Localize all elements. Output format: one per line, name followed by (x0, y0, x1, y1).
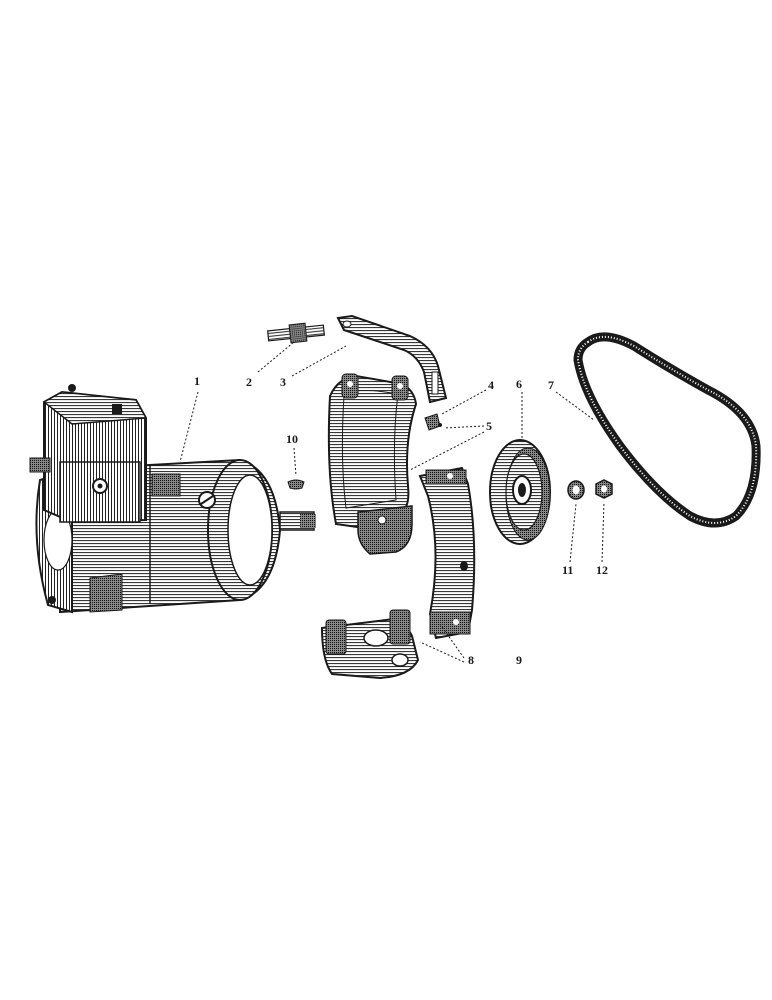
callout-11: 11 (562, 563, 573, 577)
callout-6: 6 (516, 377, 522, 391)
key-icon (287, 479, 305, 490)
leader-lines (179, 341, 605, 663)
nut-icon (595, 479, 613, 499)
callout-2: 2 (246, 375, 252, 389)
generator-icon (29, 384, 316, 614)
callout-12: 12 (596, 563, 608, 577)
washer-icon (567, 480, 585, 500)
belt-icon (573, 332, 761, 528)
callout-1: 1 (194, 374, 200, 388)
stud-icon (266, 322, 326, 344)
pulley-icon (489, 439, 551, 545)
callout-7: 7 (548, 378, 554, 392)
base-bracket-icon (320, 609, 420, 680)
callout-8: 8 (468, 653, 474, 667)
lockwasher-icon (424, 413, 442, 431)
callout-9: 9 (516, 653, 522, 667)
callout-5: 5 (486, 419, 492, 433)
callout-4: 4 (488, 378, 494, 392)
upper-bracket-icon (327, 373, 418, 555)
callout-10: 10 (286, 432, 298, 446)
lower-band-icon (418, 466, 476, 640)
callout-3: 3 (280, 375, 286, 389)
strap-icon (336, 314, 448, 404)
